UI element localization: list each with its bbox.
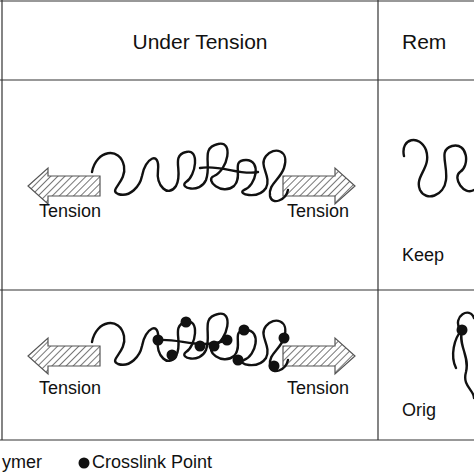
cell-label: Keep [402,245,444,265]
column-header: Under Tension [133,32,268,52]
cell-label: Tension [287,378,349,398]
cell-label: Orig [402,400,436,420]
polymer-chain [92,140,474,398]
cell-label: Tension [39,378,101,398]
legend-text: ymer [2,452,42,473]
legend-text: Crosslink Point [92,452,212,473]
cell-label: Tension [287,201,349,221]
cell-label: Tension [39,201,101,221]
table-grid [0,0,474,440]
crosslink-points [153,317,468,372]
column-header: Rem [402,32,446,52]
legend-samples [79,458,90,469]
tension-arrows [28,168,355,374]
